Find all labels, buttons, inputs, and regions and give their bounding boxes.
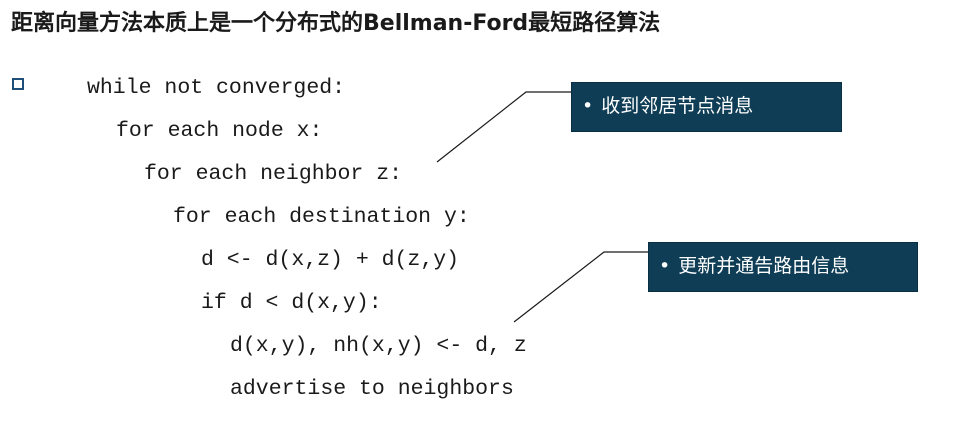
callout-bullet: • [659,255,671,277]
slide-title: 距离向量方法本质上是一个分布式的Bellman-Ford最短路径算法 [11,11,661,36]
callout-update-advertise-route: • 更新并通告路由信息 [648,242,918,292]
code-line: d(x,y), nh(x,y) <- d, z [230,334,527,358]
callout-receive-neighbor-message: • 收到邻居节点消息 [571,82,842,132]
callout-text: 更新并通告路由信息 [678,255,850,277]
code-line: d <- d(x,z) + d(z,y) [201,248,460,272]
code-line: for each destination y: [173,205,470,229]
code-line: while not converged: [87,76,346,100]
code-line: for each neighbor z: [144,162,403,186]
callout-leader-line [436,91,571,163]
code-line: if d < d(x,y): [201,291,382,315]
bullet-square-icon [12,78,24,90]
callout-leader-line [513,251,649,323]
code-line: advertise to neighbors [230,377,514,401]
callout-bullet: • [582,95,594,117]
callout-text: 收到邻居节点消息 [601,95,754,117]
code-line: for each node x: [116,119,323,143]
